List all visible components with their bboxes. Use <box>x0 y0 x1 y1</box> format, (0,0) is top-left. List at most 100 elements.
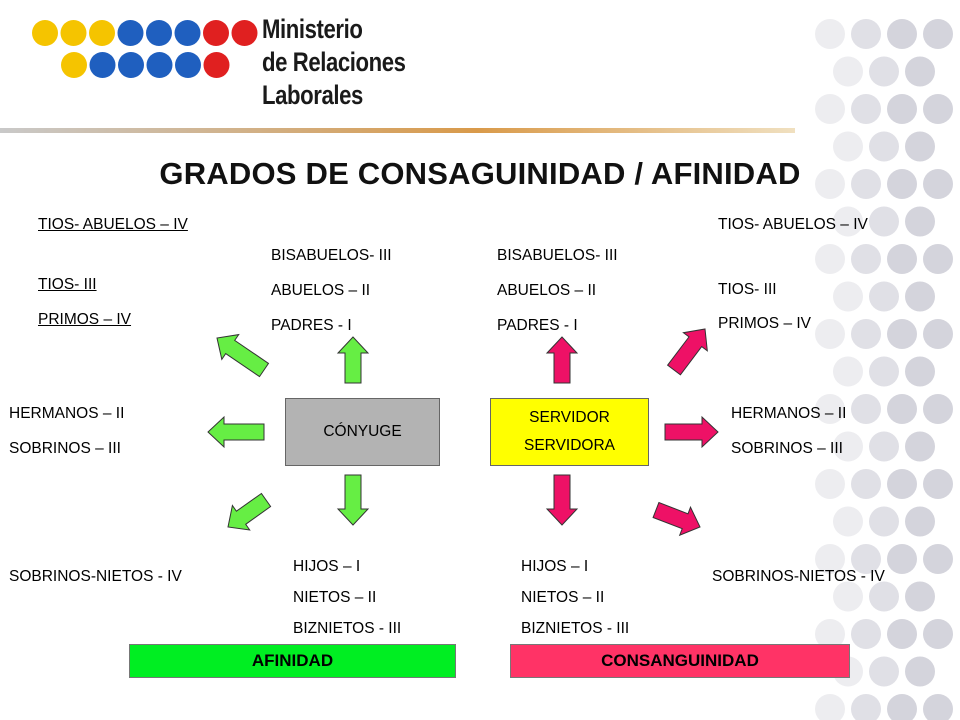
afinidad-arrow-left <box>207 415 265 449</box>
background-dot <box>905 431 935 462</box>
background-dot <box>815 319 845 349</box>
logo-dot <box>117 20 144 46</box>
afinidad-arrow-upper-left <box>216 333 270 378</box>
background-dot <box>815 544 845 574</box>
background-dot <box>851 244 881 274</box>
legend-afinidad: AFINIDAD <box>129 644 456 678</box>
background-dot <box>815 94 845 124</box>
background-dot <box>851 619 881 649</box>
logo-dot <box>60 20 87 46</box>
label-tios: TIOS- III <box>38 276 97 293</box>
logo-dot <box>175 52 201 78</box>
background-dot <box>905 281 935 312</box>
label-biznietos: BIZNIETOS - III <box>521 620 630 637</box>
background-dot <box>905 581 935 612</box>
afinidad-arrow-up <box>336 336 370 384</box>
label-hermanos: HERMANOS – II <box>731 405 847 422</box>
background-dot <box>851 469 881 499</box>
consanguinidad-lower-right-label: SOBRINOS-NIETOS - IV <box>712 568 885 585</box>
label-primos: PRIMOS – IV <box>718 315 812 332</box>
background-dot <box>887 619 917 649</box>
consanguinidad-arrow-right <box>664 415 719 449</box>
label-bisabuelos: BISABUELOS- III <box>271 247 392 264</box>
label-hijos: HIJOS – I <box>293 558 361 575</box>
background-dot <box>905 506 935 537</box>
conyuge-label: CÓNYUGE <box>323 423 402 440</box>
background-dot <box>851 544 881 574</box>
background-dot <box>815 19 845 49</box>
logo-dot <box>146 20 172 46</box>
background-dot <box>869 581 899 612</box>
label-sobrinos: SOBRINOS – III <box>9 440 121 457</box>
logo-dot <box>89 52 116 78</box>
background-dot <box>869 506 899 537</box>
consanguinidad-arrow-lower-right <box>652 501 701 537</box>
background-dot <box>815 694 845 720</box>
background-dot <box>869 56 899 87</box>
background-dot <box>887 244 917 274</box>
logo-dot <box>61 52 87 78</box>
label-padres: PADRES - I <box>497 317 578 334</box>
background-dot <box>887 394 917 424</box>
background-dot <box>851 394 881 424</box>
label-padres: PADRES - I <box>271 317 352 334</box>
background-dot <box>851 169 881 199</box>
background-dot <box>923 619 953 649</box>
label-nietos: NIETOS – II <box>521 589 605 606</box>
background-dot <box>851 694 881 720</box>
consanguinidad-arrow-upper-right <box>666 328 708 376</box>
afinidad-lower-left-label: SOBRINOS-NIETOS - IV <box>9 568 182 585</box>
servidor-box: SERVIDOR SERVIDORA <box>490 398 649 466</box>
background-dot <box>887 694 917 720</box>
background-dot <box>815 169 845 199</box>
background-dot <box>869 431 899 462</box>
label-abuelos: ABUELOS – II <box>271 282 371 299</box>
label-primos: PRIMOS – IV <box>38 311 132 328</box>
background-dot <box>923 319 953 349</box>
logo-dot <box>146 52 173 78</box>
logo-dot <box>118 52 144 78</box>
label-hermanos: HERMANOS – II <box>9 405 125 422</box>
logo-dot <box>32 20 58 46</box>
background-dot <box>869 281 899 312</box>
logo-text-line-2: de Relaciones <box>262 47 406 77</box>
background-dot <box>869 206 899 237</box>
label-hijos: HIJOS – I <box>521 558 589 575</box>
label-abuelos: ABUELOS – II <box>497 282 597 299</box>
background-dot <box>815 394 845 424</box>
background-dot <box>869 656 899 687</box>
background-dot <box>869 356 899 387</box>
afinidad-down-labels: HIJOS – I NIETOS – II BIZNIETOS - III <box>293 549 401 646</box>
background-dot <box>851 19 881 49</box>
background-dot <box>887 19 917 49</box>
servidor-label: SERVIDOR <box>529 409 610 426</box>
logo-dot <box>89 20 115 46</box>
background-dot <box>905 131 935 162</box>
background-dot <box>923 19 953 49</box>
consanguinidad-arrow-up <box>545 336 579 384</box>
background-dot <box>905 656 935 687</box>
background-dot <box>923 469 953 499</box>
afinidad-arrow-lower-left <box>227 492 272 531</box>
consanguinidad-down-labels: HIJOS – I NIETOS – II BIZNIETOS - III <box>521 549 629 646</box>
logo-text-line-3: Laborales <box>262 80 363 110</box>
background-dot <box>887 319 917 349</box>
logo-dot <box>203 52 230 78</box>
page-title: GRADOS DE CONSAGUINIDAD / AFINIDAD <box>159 156 801 191</box>
background-dot <box>815 469 845 499</box>
consanguinidad-upper-right-labels: TIOS- ABUELOS – IV TIOS- III PRIMOS – IV <box>718 210 868 344</box>
afinidad-arrow-down <box>336 474 370 526</box>
background-dot <box>887 469 917 499</box>
background-dot <box>833 431 863 462</box>
background-dot <box>851 94 881 124</box>
afinidad-up-labels: BISABUELOS- III ABUELOS – II PADRES - I <box>271 238 392 343</box>
background-dot <box>833 581 863 612</box>
background-dot <box>833 281 863 312</box>
background-dot <box>887 94 917 124</box>
servidora-label: SERVIDORA <box>523 437 616 454</box>
background-dot <box>887 544 917 574</box>
background-dot <box>833 206 863 237</box>
background-dot <box>833 356 863 387</box>
background-dot <box>833 56 863 87</box>
